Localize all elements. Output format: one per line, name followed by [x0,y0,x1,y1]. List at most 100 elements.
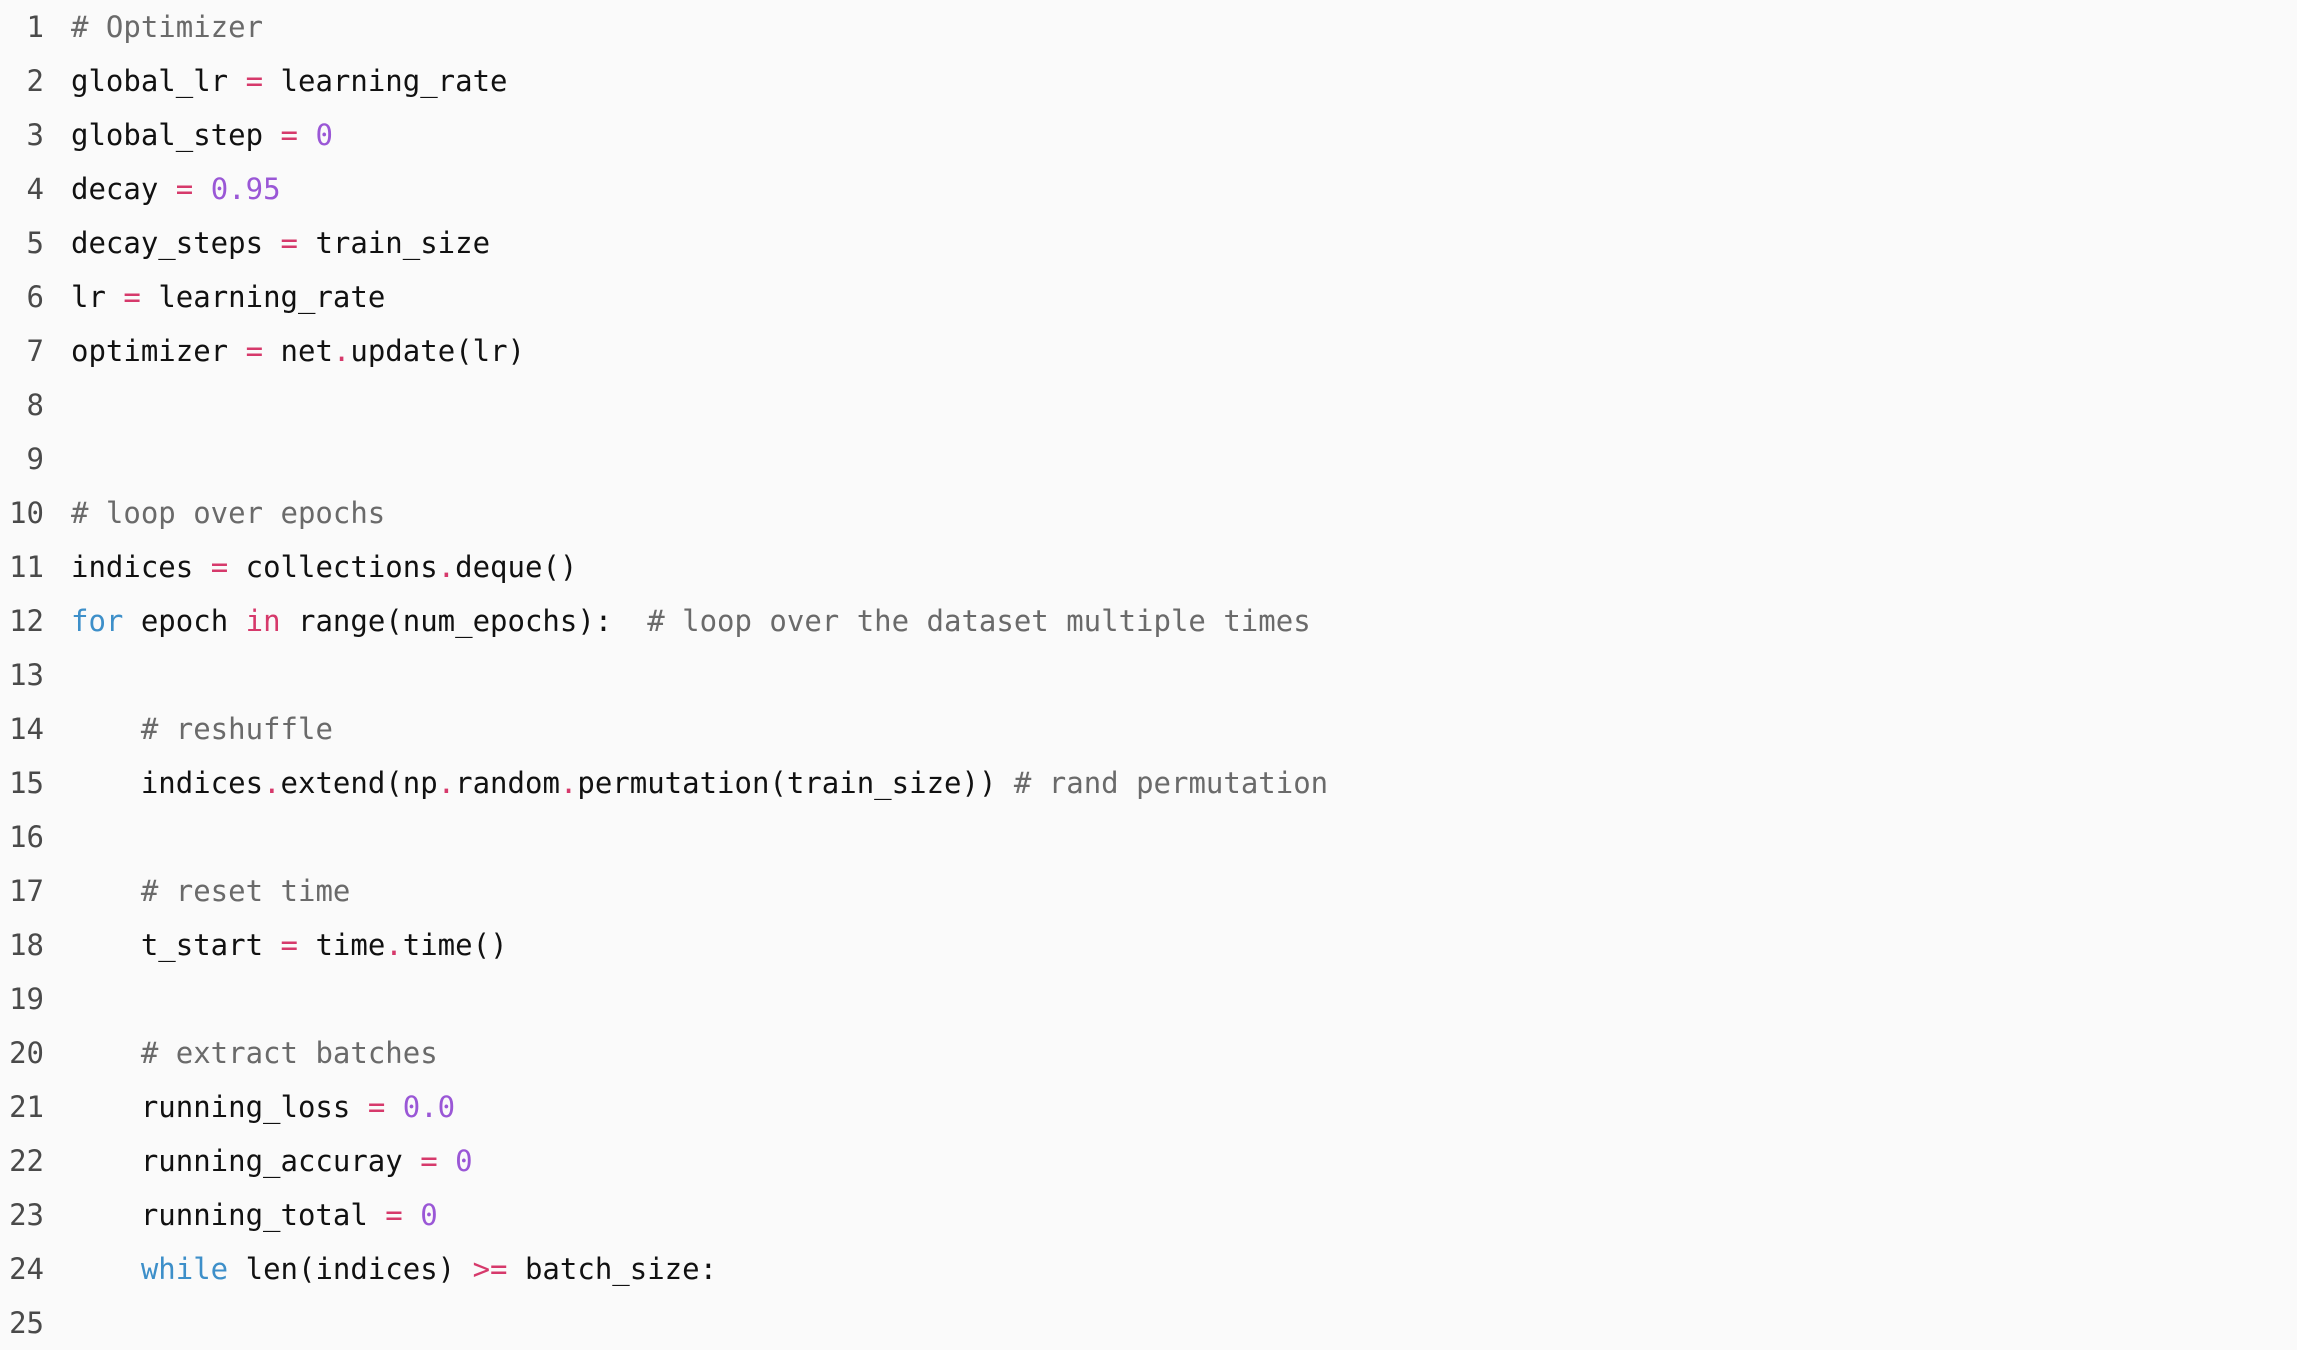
code-token-number: 0 [420,1198,438,1232]
code-token-text: decay [71,172,176,206]
code-token-text: optimizer [71,334,246,368]
code-token-number: 0 [455,1144,473,1178]
line-number: 11 [9,550,44,584]
code-line-content: lr = learning_rate [44,270,2297,324]
code-token-text: indices [71,766,264,800]
code-line[interactable]: 24 while len(indices) >= batch_size: [0,1242,2297,1296]
code-token-op: = [420,1144,438,1178]
code-token-text: train_size [297,226,491,260]
code-token-text: lr [71,280,124,314]
code-token-text: indices [71,550,211,584]
code-token-op: >= [472,1252,508,1286]
code-token-text: global_lr [71,64,246,98]
line-number: 21 [9,1090,44,1124]
code-line[interactable]: 19 [0,972,2297,1026]
code-line-content: # extract batches [44,1026,2297,1080]
code-token-text [71,712,141,746]
code-line[interactable]: 21 running_loss = 0.0 [0,1080,2297,1134]
code-token-op: = [175,172,194,206]
code-line[interactable]: 20 # extract batches [0,1026,2297,1080]
code-line-content: running_loss = 0.0 [44,1080,2297,1134]
code-token-comment: # loop over the dataset multiple times [647,604,1311,638]
line-number: 7 [26,334,44,368]
code-line-content: optimizer = net.update(lr) [44,324,2297,378]
code-token-text [403,1198,420,1232]
code-token-op: = [367,1090,386,1124]
code-token-text: t_start [71,928,281,962]
code-line[interactable]: 10# loop over epochs [0,486,2297,540]
code-token-op: = [123,280,141,314]
code-token-text: learning_rate [140,280,386,314]
code-line-content: indices.extend(np.random.permutation(tra… [44,756,2297,810]
code-token-op: . [263,766,281,800]
code-token-text: running_accuray [71,1144,421,1178]
code-line[interactable]: 13 [0,648,2297,702]
code-line[interactable]: 8 [0,378,2297,432]
line-number: 9 [26,442,44,476]
line-number: 3 [26,118,44,152]
code-token-text [438,1144,455,1178]
code-line[interactable]: 1# Optimizer [0,0,2297,54]
code-token-text [71,874,141,908]
code-token-op: = [280,226,298,260]
code-token-op: = [245,64,264,98]
code-line[interactable]: 18 t_start = time.time() [0,918,2297,972]
code-token-op: . [385,928,403,962]
line-number: 20 [9,1036,44,1070]
line-number: 6 [26,280,44,314]
code-token-comment: # extract batches [140,1036,438,1070]
code-line[interactable]: 16 [0,810,2297,864]
code-token-text: net [263,334,333,368]
code-token-text: epoch [123,604,246,638]
code-line[interactable]: 25 [0,1296,2297,1350]
code-token-keyword: while [140,1252,229,1286]
code-line-content: indices = collections.deque() [44,540,2297,594]
code-token-text: random [455,766,560,800]
code-line[interactable]: 17 # reset time [0,864,2297,918]
line-number: 22 [9,1144,44,1178]
line-number: 5 [26,226,44,260]
code-token-text [71,1036,141,1070]
code-line-content: # Optimizer [44,0,2297,54]
code-line[interactable]: 22 running_accuray = 0 [0,1134,2297,1188]
code-token-op: = [245,334,264,368]
code-token-comment: # reset time [140,874,351,908]
code-token-op: = [210,550,229,584]
code-line[interactable]: 23 running_total = 0 [0,1188,2297,1242]
line-number: 24 [9,1252,44,1286]
code-token-op: . [437,766,456,800]
code-line[interactable]: 9 [0,432,2297,486]
code-token-number: 0.95 [210,172,281,206]
code-token-op: = [280,118,298,152]
code-token-text: range(num_epochs): [280,604,648,638]
code-line[interactable]: 15 indices.extend(np.random.permutation(… [0,756,2297,810]
code-token-text: collections [228,550,438,584]
code-token-number: 0 [315,118,333,152]
line-number: 16 [9,820,44,854]
code-line-content: global_step = 0 [44,108,2297,162]
code-token-text: running_loss [71,1090,368,1124]
code-token-comment: # reshuffle [140,712,333,746]
code-token-op: . [559,766,578,800]
code-token-text [71,1252,141,1286]
line-number: 2 [26,64,44,98]
code-line-content: running_total = 0 [44,1188,2297,1242]
code-token-number: 0.0 [402,1090,456,1124]
code-line-content: # loop over epochs [44,486,2297,540]
code-token-text [385,1090,402,1124]
line-number: 23 [9,1198,44,1232]
line-number: 8 [26,388,44,422]
code-line-content: t_start = time.time() [44,918,2297,972]
code-line-content: # reshuffle [44,702,2297,756]
code-line[interactable]: 14 # reshuffle [0,702,2297,756]
